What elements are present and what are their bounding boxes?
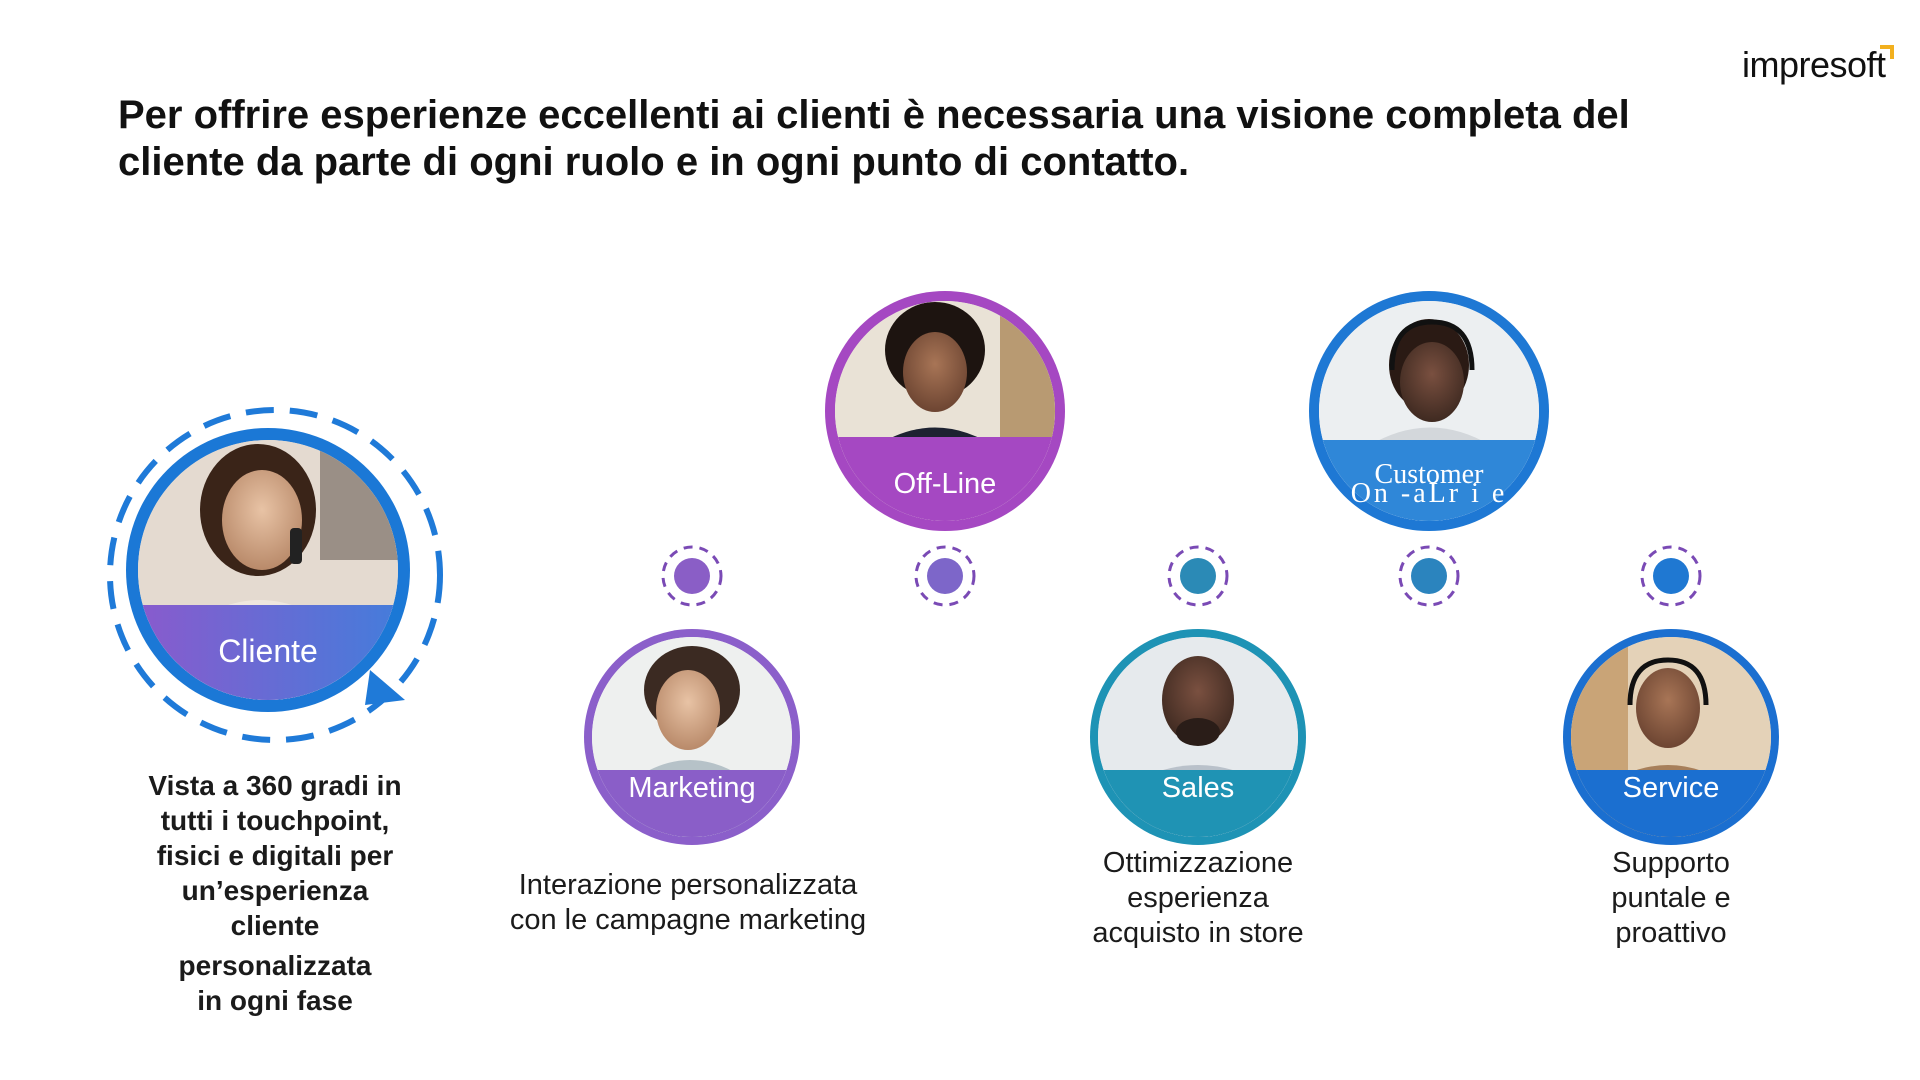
node-label-service: Service [1622, 772, 1720, 804]
node-sales [1090, 629, 1306, 845]
timeline-marker-2 [914, 545, 976, 607]
page-title: Per offrire esperienze eccellenti ai cli… [118, 92, 1678, 186]
timeline-marker-5 [1640, 545, 1702, 607]
node-label-customer-overlay: On -aLr i e [1350, 478, 1508, 509]
node-label-offline: Off-Line [893, 468, 997, 500]
description-service: Supporto puntale e proattivo [1611, 847, 1731, 949]
company-logo: impresoft [1742, 44, 1886, 85]
timeline-marker-4 [1398, 545, 1460, 607]
node-label-customer: Customer [1374, 459, 1484, 490]
description-cliente: Vista a 360 gradi in tutti i touchpoint,… [148, 770, 402, 1016]
description-sales: Ottimizzazione esperienza acquisto in st… [1092, 847, 1304, 949]
node-service [1563, 629, 1779, 845]
title-line-2: cliente da parte di ogni ruolo e in ogni… [118, 140, 1190, 184]
node-customer [1309, 291, 1549, 531]
description-marketing: Interazione personalizzata con le campag… [509, 869, 867, 936]
node-label-marketing: Marketing [628, 772, 756, 804]
logo-accent-icon [1880, 45, 1894, 59]
node-marketing [584, 629, 800, 845]
title-line-1: Per offrire esperienze eccellenti ai cli… [118, 93, 1630, 137]
timeline-marker-3 [1167, 545, 1229, 607]
timeline-marker-1 [661, 545, 723, 607]
marketing-photo [592, 637, 792, 837]
node-cliente [107, 407, 443, 743]
node-label-cliente: Cliente [218, 633, 318, 669]
node-label-sales: Sales [1161, 772, 1235, 804]
